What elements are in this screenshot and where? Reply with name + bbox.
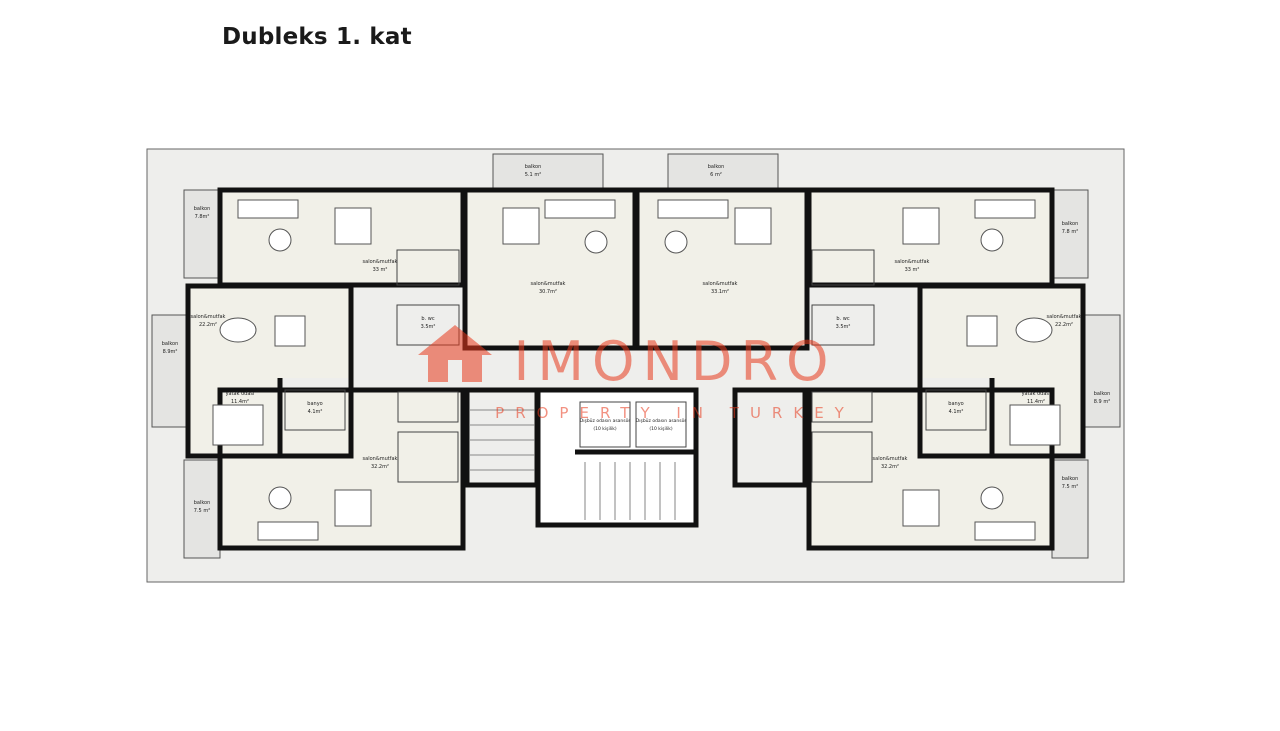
room-labels: balkon 5.1 m² balkon 6 m² balkon 7.8m² b… bbox=[162, 164, 1111, 514]
page-title: Dubleks 1. kat bbox=[222, 24, 412, 50]
room-area: 7.8m² bbox=[195, 214, 210, 220]
room-name: salon&mutfak bbox=[531, 281, 566, 287]
room-area: 30.7m² bbox=[539, 289, 557, 295]
room-name: Dışbüz odasın asansör bbox=[580, 418, 631, 424]
room-name: balkon bbox=[1062, 476, 1079, 482]
room-area: 33 m² bbox=[905, 267, 920, 273]
partitions bbox=[284, 249, 987, 520]
room-name: banyo bbox=[307, 401, 322, 407]
room-name: balkon bbox=[1094, 391, 1111, 397]
room-area: 8.9m² bbox=[163, 349, 178, 355]
room-name: b. wc bbox=[836, 316, 849, 322]
room-name: b. wc bbox=[421, 316, 434, 322]
room-name: salon&mutfak bbox=[895, 259, 930, 265]
room-area: 3.5m² bbox=[836, 324, 851, 330]
room-area: 4.1m² bbox=[308, 409, 323, 415]
room-area: 7.8 m² bbox=[1062, 229, 1078, 235]
room-area: 4.1m² bbox=[949, 409, 964, 415]
room-area: (10 kişilik) bbox=[593, 426, 616, 432]
room-name: balkon bbox=[525, 164, 542, 170]
room-area: 33.1m² bbox=[711, 289, 729, 295]
room-name: salon&mutfak bbox=[363, 456, 398, 462]
room-area: 3.5m² bbox=[421, 324, 436, 330]
room-name: salon&mutfak bbox=[703, 281, 738, 287]
room-name: Dışbüz odasın asansör bbox=[636, 418, 687, 424]
room-name: salon&mutfak bbox=[1047, 314, 1082, 320]
room-area: (10 kişilik) bbox=[649, 426, 672, 432]
house-logo-icon bbox=[418, 325, 492, 382]
room-area: 33 m² bbox=[373, 267, 388, 273]
furniture bbox=[212, 199, 1061, 541]
room-area: 8.9 m² bbox=[1094, 399, 1110, 405]
watermark: IMONDRO PROPERTY IN TURKEY bbox=[418, 325, 855, 422]
room-area: 32.2m² bbox=[371, 464, 389, 470]
room-name: balkon bbox=[162, 341, 179, 347]
room-area: 22.2m² bbox=[1055, 322, 1073, 328]
room-name: balkon bbox=[194, 500, 211, 506]
room-name: salon&mutfak bbox=[873, 456, 908, 462]
room-area: 11.4m² bbox=[231, 399, 249, 405]
room-name: banyo bbox=[948, 401, 963, 407]
room-area: 5.1 m² bbox=[525, 172, 541, 178]
room-area: 7.5 m² bbox=[1062, 484, 1078, 490]
room-area: 11.4m² bbox=[1027, 399, 1045, 405]
watermark-brand: IMONDRO bbox=[513, 330, 836, 393]
room-area: 6 m² bbox=[710, 172, 722, 178]
room-name: yatak odası bbox=[226, 391, 255, 397]
room-area: 22.2m² bbox=[199, 322, 217, 328]
room-name: balkon bbox=[1062, 221, 1079, 227]
room-name: salon&mutfak bbox=[191, 314, 226, 320]
room-area: 32.2m² bbox=[881, 464, 899, 470]
room-name: salon&mutfak bbox=[363, 259, 398, 265]
room-area: 7.5 m² bbox=[194, 508, 210, 514]
room-name: balkon bbox=[708, 164, 725, 170]
room-name: balkon bbox=[194, 206, 211, 212]
balconies bbox=[151, 153, 1121, 559]
room-name: yatak odası bbox=[1022, 391, 1051, 397]
watermark-tagline: PROPERTY IN TURKEY bbox=[495, 404, 855, 422]
